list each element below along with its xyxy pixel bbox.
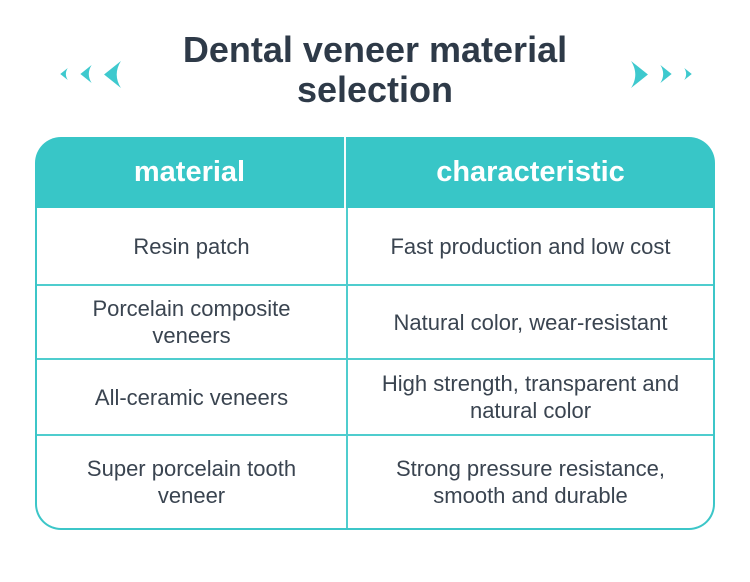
page-title: Dental veneer material selection	[182, 29, 568, 110]
right-arrow-large-icon	[631, 60, 648, 88]
table-row: Super porcelain tooth veneer Strong pres…	[37, 436, 713, 528]
cell-material: Super porcelain tooth veneer	[37, 436, 348, 528]
left-arrows-decoration	[60, 60, 121, 88]
left-arrow-small-icon	[60, 68, 68, 80]
right-arrows-decoration	[631, 60, 692, 88]
cell-characteristic: Strong pressure resistance, smooth and d…	[395, 456, 666, 508]
right-arrow-small-icon	[684, 68, 692, 80]
cell-material: All-ceramic veneers	[37, 360, 348, 434]
header-cell-characteristic: characteristic	[436, 156, 625, 188]
table-header-row: material characteristic	[35, 137, 715, 208]
header-cell-material: material	[35, 137, 346, 208]
cell-material: Porcelain composite veneers	[37, 286, 348, 358]
table-body: Resin patch Fast production and low cost…	[35, 208, 715, 530]
left-arrow-large-icon	[104, 60, 121, 88]
materials-table: material characteristic Resin patch Fast…	[35, 137, 715, 530]
cell-characteristic: Natural color, wear-resistant	[393, 309, 668, 335]
cell-characteristic: High strength, transparent and natural c…	[381, 371, 680, 423]
right-arrow-medium-icon	[660, 65, 672, 83]
table-row: Porcelain composite veneers Natural colo…	[37, 286, 713, 360]
table-row: Resin patch Fast production and low cost	[37, 208, 713, 286]
cell-characteristic: Fast production and low cost	[390, 233, 671, 259]
left-arrow-medium-icon	[80, 65, 92, 83]
cell-material: Resin patch	[37, 208, 348, 284]
table-row: All-ceramic veneers High strength, trans…	[37, 360, 713, 436]
